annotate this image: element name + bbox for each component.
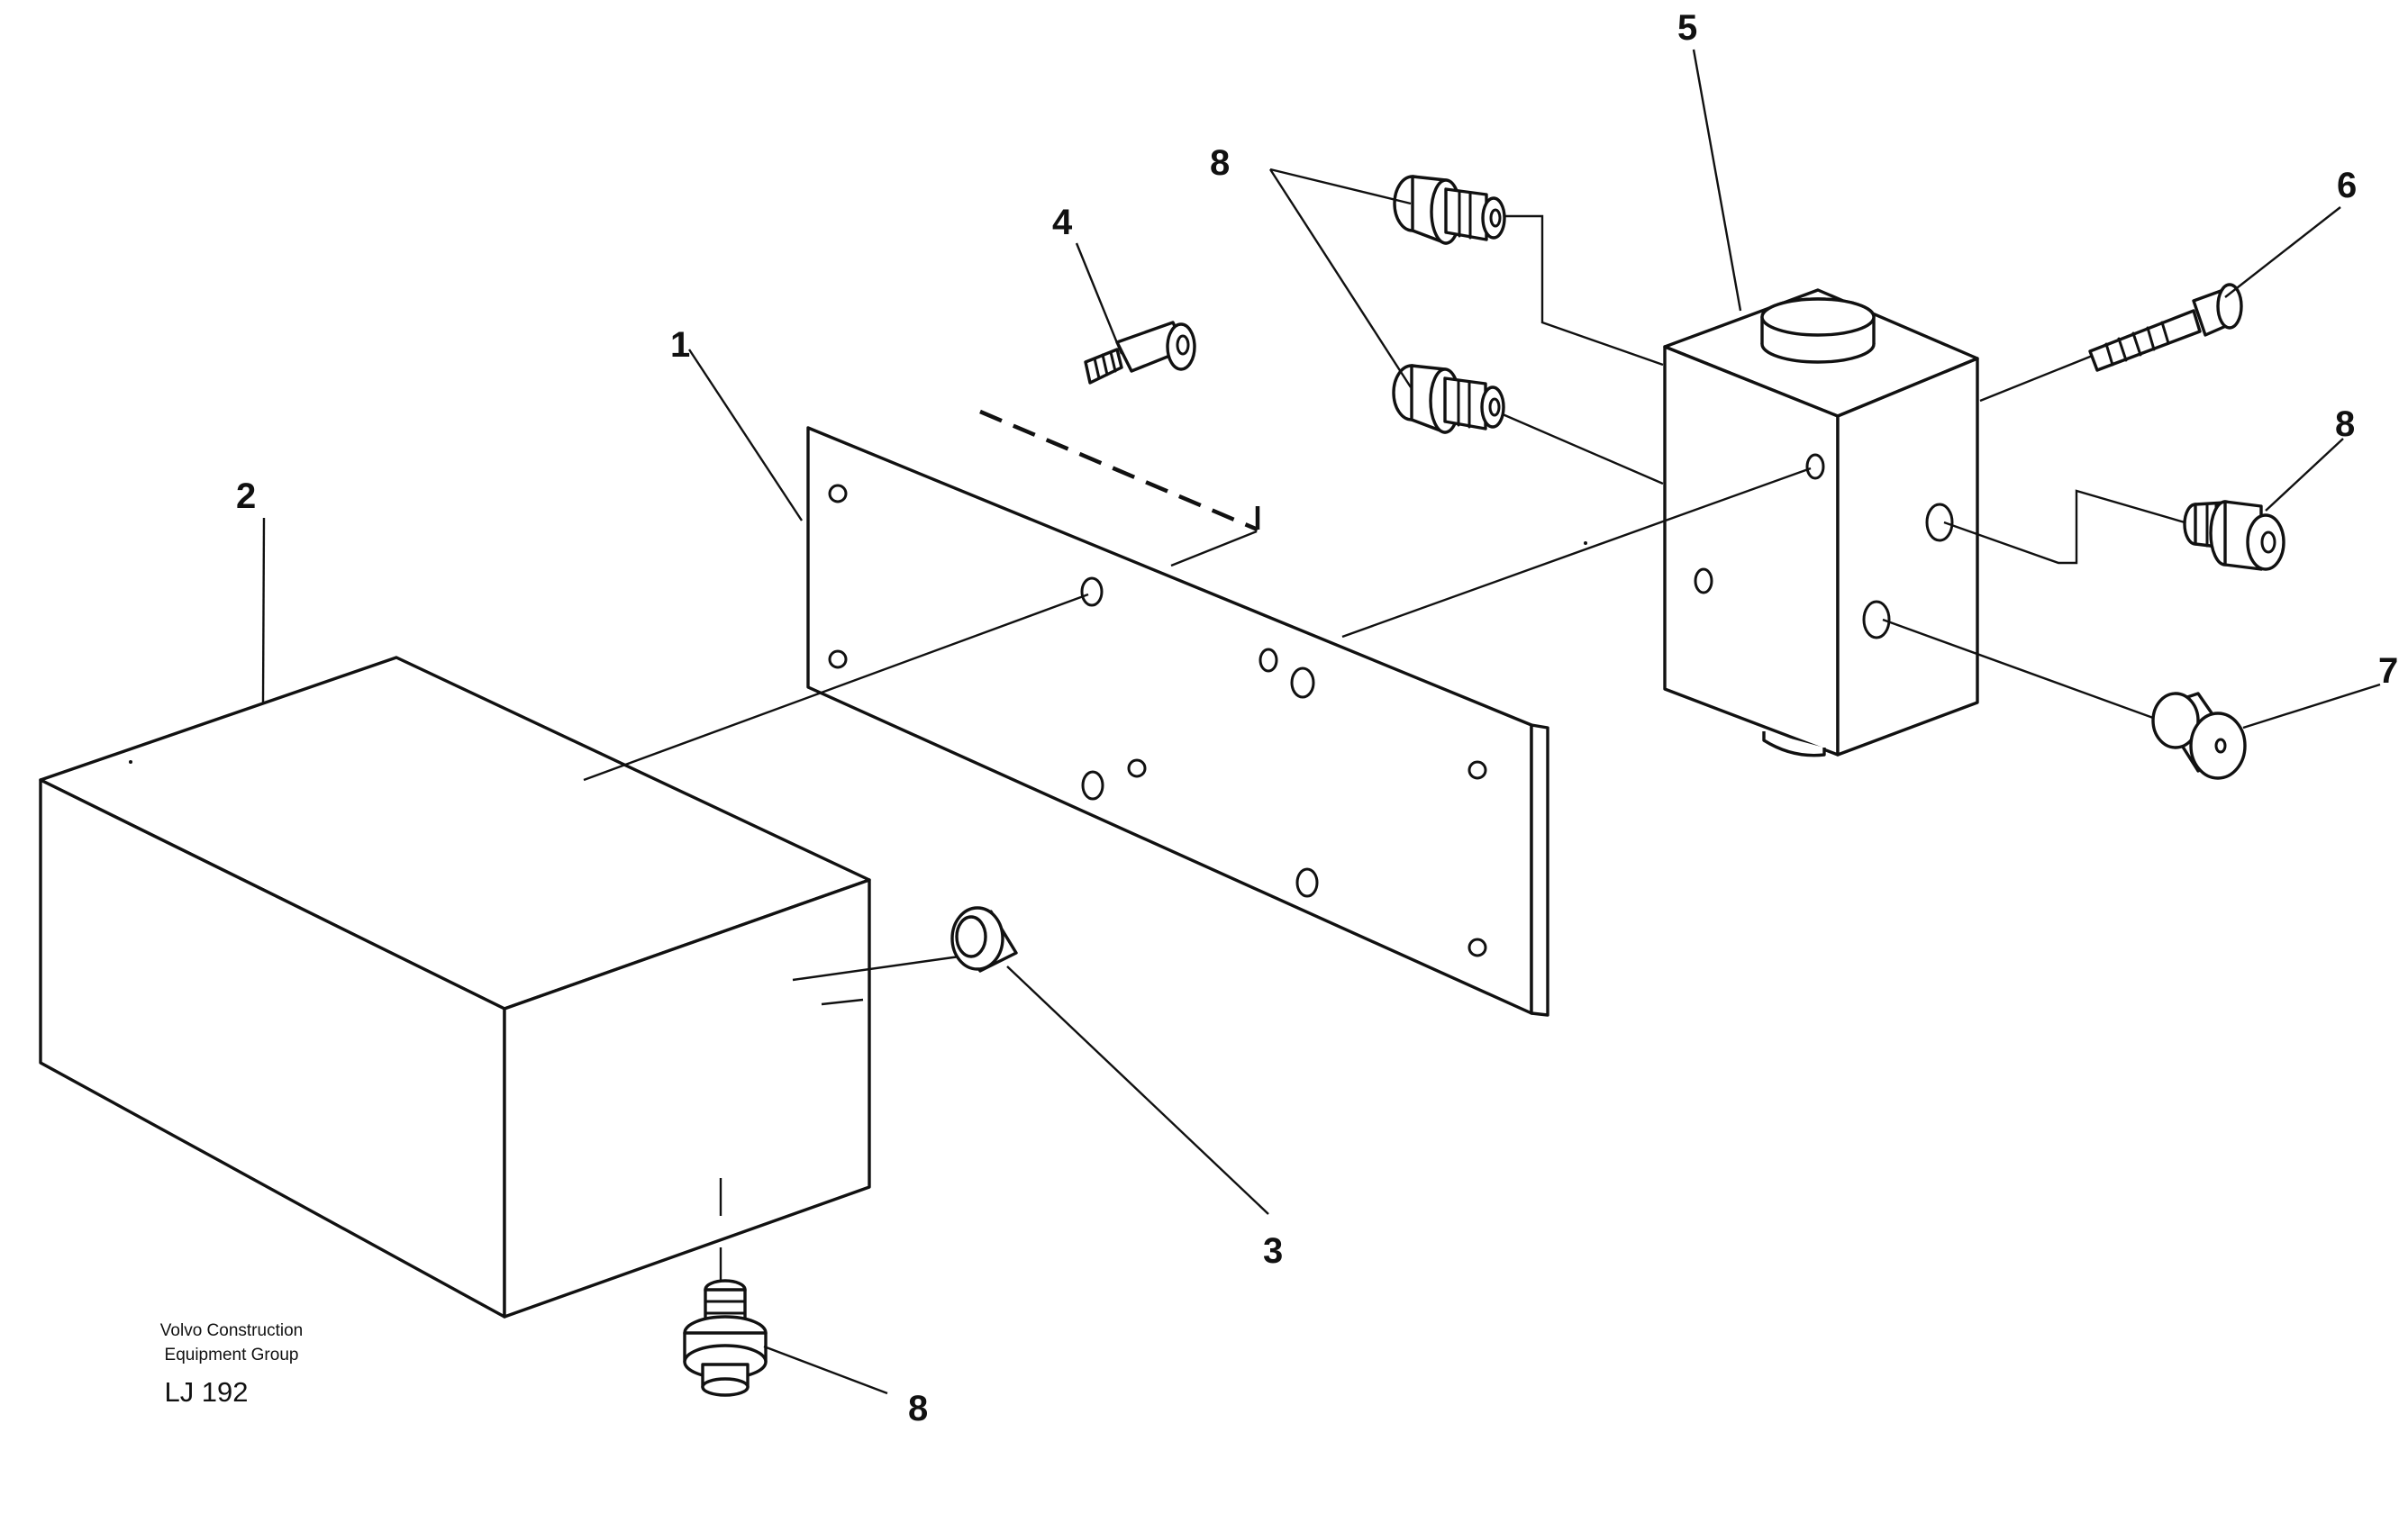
callout-1: 1 (670, 325, 690, 365)
part-2-box (39, 656, 871, 1319)
figure-credit: Volvo Construction Equipment Group LJ 19… (160, 1321, 303, 1408)
part-4-screw (1084, 321, 1196, 385)
figure-code: LJ 192 (164, 1376, 248, 1408)
callout-6: 6 (2337, 166, 2357, 205)
callout-8-bottom: 8 (908, 1389, 928, 1428)
part-8-fitting-middle (1392, 364, 1505, 434)
callout-labels: 1 2 3 4 5 6 7 8 8 8 (236, 8, 2398, 1428)
part-1-plate (806, 426, 1549, 1017)
callout-4: 4 (1052, 203, 1073, 242)
part-8-fitting-bottom (683, 1279, 768, 1397)
assembly-lines (583, 214, 2185, 1288)
part-6-screw (2088, 283, 2243, 372)
callout-5: 5 (1677, 8, 1697, 48)
credit-line-1: Volvo Construction (160, 1321, 303, 1340)
callout-leaders (261, 49, 2381, 1395)
part-8-fitting-right (2183, 500, 2285, 571)
credit-line-2: Equipment Group (165, 1346, 299, 1364)
part-3-plug (950, 906, 1018, 973)
callout-8-right: 8 (2335, 404, 2355, 444)
callout-8-top: 8 (1210, 143, 1230, 183)
part-8-fitting-top (1393, 175, 1506, 245)
callout-3: 3 (1263, 1231, 1283, 1271)
callout-7: 7 (2378, 651, 2398, 691)
part-5-valve-block (1584, 288, 1979, 757)
part-7-plug (2151, 692, 2247, 780)
callout-2: 2 (236, 476, 256, 516)
